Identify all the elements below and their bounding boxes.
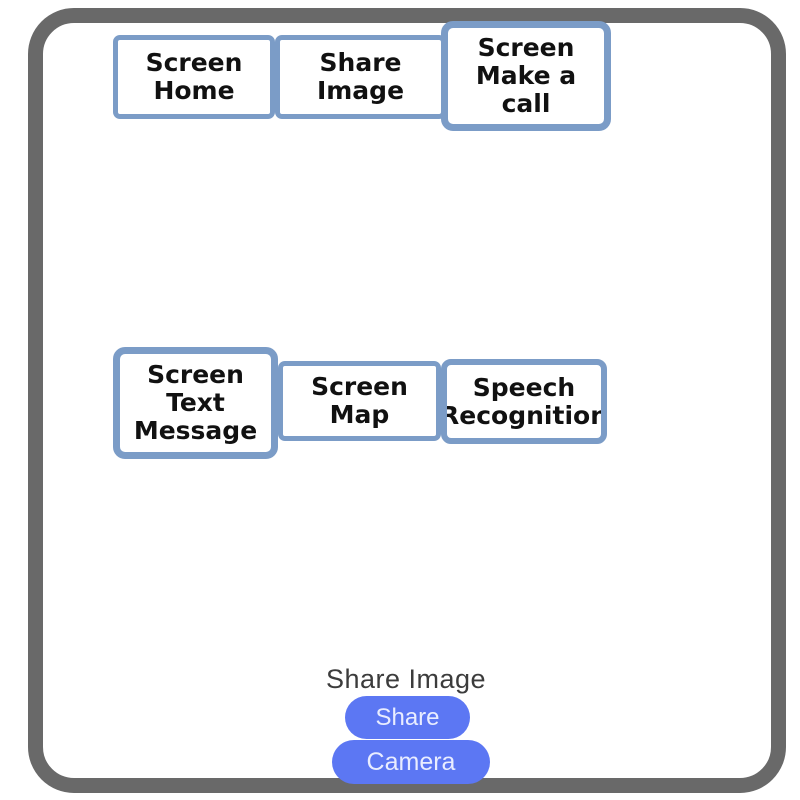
screen-button-text-message[interactable]: Screen Text Message — [113, 347, 278, 459]
screen-button-speech-recognition[interactable]: Speech Recognition — [441, 359, 607, 444]
screen-button-map[interactable]: Screen Map — [278, 361, 441, 441]
share-image-title: Share Image — [325, 664, 487, 694]
phone-frame — [28, 8, 786, 793]
share-button[interactable]: Share — [345, 696, 470, 739]
screen-button-share-image[interactable]: Share Image — [275, 35, 446, 119]
screen-button-make-a-call[interactable]: Screen Make a call — [441, 21, 611, 131]
camera-button[interactable]: Camera — [332, 740, 490, 784]
screen-button-home[interactable]: Screen Home — [113, 35, 275, 119]
